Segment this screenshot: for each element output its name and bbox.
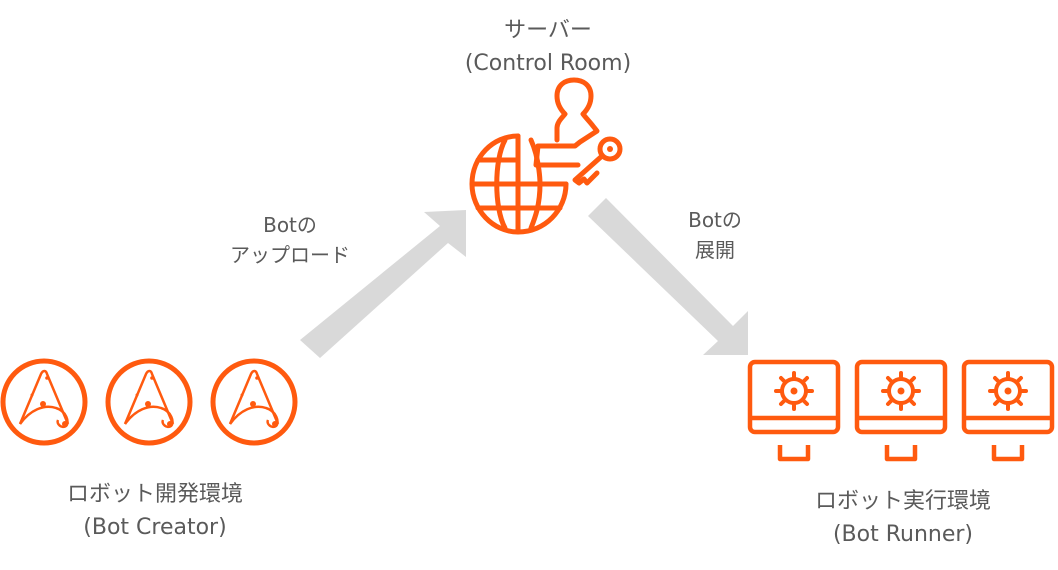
runner-label: ロボット実行環境 (Bot Runner) xyxy=(778,485,1028,551)
runner-subtitle: (Bot Runner) xyxy=(832,522,974,547)
deploy-label-line2: 展開 xyxy=(695,238,735,262)
creator-label: ロボット開発環境 (Bot Creator) xyxy=(30,478,280,544)
creator-subtitle: (Bot Creator) xyxy=(83,515,227,540)
server-title: サーバー xyxy=(504,18,592,43)
runner-icon-2 xyxy=(857,362,945,459)
deploy-label: Botの 展開 xyxy=(670,205,760,265)
runner-icon-3 xyxy=(964,362,1052,459)
key-icon xyxy=(597,136,623,162)
deploy-label-line1: Botの xyxy=(688,208,742,232)
upload-label: Botの アップロード xyxy=(210,210,370,270)
upload-label-line2: アップロード xyxy=(230,243,350,267)
runner-title: ロボット実行環境 xyxy=(814,489,991,514)
creator-title: ロボット開発環境 xyxy=(66,482,243,507)
user-icon xyxy=(533,77,600,168)
upload-arrow xyxy=(300,210,466,358)
upload-label-line1: Botの xyxy=(263,213,317,237)
deploy-arrow xyxy=(588,198,748,355)
server-label: サーバー (Control Room) xyxy=(438,14,658,80)
runner-icon-1 xyxy=(750,362,838,459)
server-subtitle: (Control Room) xyxy=(464,51,632,76)
globe-icon xyxy=(469,133,569,235)
